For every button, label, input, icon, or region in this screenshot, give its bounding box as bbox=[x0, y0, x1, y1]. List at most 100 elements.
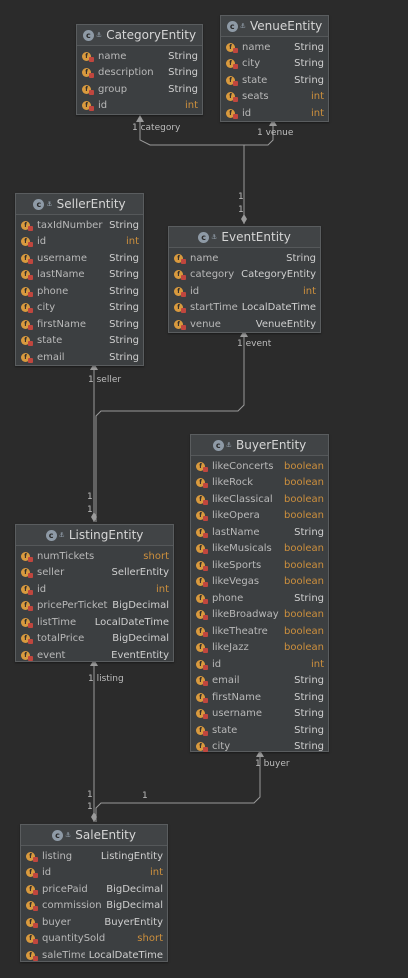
private-lock-icon bbox=[203, 747, 208, 753]
private-lock-icon bbox=[203, 648, 208, 654]
field-icon: f bbox=[26, 851, 35, 861]
private-lock-icon bbox=[89, 89, 94, 95]
field-name: name bbox=[98, 50, 127, 62]
field-type: boolean bbox=[284, 559, 324, 571]
private-lock-icon bbox=[181, 308, 186, 314]
field-name: likeRock bbox=[212, 477, 254, 489]
field-icon: f bbox=[21, 319, 30, 329]
field-icon: f bbox=[26, 884, 35, 894]
field-type: String bbox=[109, 219, 139, 231]
field-name: id bbox=[242, 107, 252, 119]
private-lock-icon bbox=[203, 483, 208, 489]
field-name: group bbox=[98, 83, 128, 95]
private-lock-icon bbox=[28, 655, 33, 661]
class-icon: c bbox=[198, 231, 210, 243]
field-type: int bbox=[125, 236, 139, 248]
field-icon: f bbox=[26, 934, 35, 944]
field-name: name bbox=[242, 41, 271, 53]
field-name: taxIdNumber bbox=[37, 219, 103, 231]
field-type: String bbox=[109, 351, 139, 363]
private-lock-icon bbox=[233, 64, 238, 70]
field-name: firstName bbox=[212, 691, 262, 703]
field-icon: f bbox=[196, 461, 205, 471]
field-icon: f bbox=[21, 617, 30, 627]
private-lock-icon bbox=[233, 113, 238, 119]
field-icon: f bbox=[21, 634, 30, 644]
field-name: firstName bbox=[37, 318, 87, 330]
field-name: seller bbox=[37, 567, 65, 579]
field-name: likeOpera bbox=[212, 510, 260, 522]
field-name: buyer bbox=[42, 916, 71, 928]
field-icon: f bbox=[21, 551, 30, 561]
field-icon: f bbox=[21, 253, 30, 263]
field-name: category bbox=[190, 269, 235, 281]
private-lock-icon bbox=[33, 922, 38, 928]
private-lock-icon bbox=[203, 565, 208, 571]
field-icon: f bbox=[196, 577, 205, 587]
